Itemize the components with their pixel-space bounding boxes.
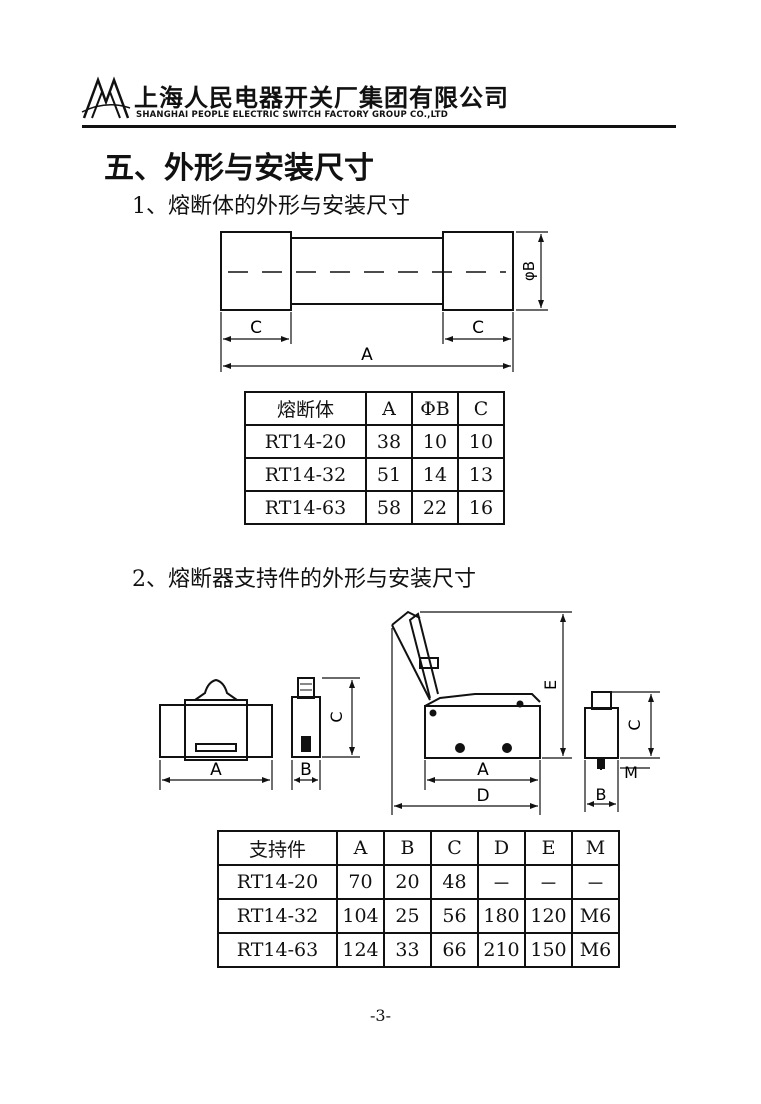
table-header-cell: E <box>524 830 573 866</box>
table-header-cell: C <box>457 391 505 426</box>
table-cell: RT14-20 <box>217 864 338 900</box>
fuse-dimension-lines <box>220 231 548 372</box>
table-cell: － <box>477 864 526 900</box>
side-view-arrowheads <box>587 694 654 807</box>
holder2-dim-label-e: E <box>541 680 560 690</box>
table-cell: RT14-20 <box>244 424 367 459</box>
company-logo-icon <box>80 72 132 124</box>
table-row: RT14-63 124 33 66 210 150 M6 <box>217 932 620 968</box>
table-header-row: 熔断体 A ΦB C <box>244 391 505 426</box>
header-divider <box>82 125 676 128</box>
large-holder-dimension-lines <box>391 611 572 815</box>
large-holder-front-view <box>391 610 541 759</box>
table-cell: RT14-32 <box>244 457 367 492</box>
table-cell: M6 <box>571 932 620 968</box>
side-view-dimension-lines <box>584 691 660 812</box>
table-cell: 48 <box>430 864 479 900</box>
holder2-dim-label-b: B <box>596 785 607 804</box>
table-header-cell: 熔断体 <box>244 391 367 426</box>
table-row: RT14-32 51 14 13 <box>244 457 505 492</box>
table-cell: 38 <box>365 424 413 459</box>
table-cell: － <box>571 864 620 900</box>
page-number: -3- <box>370 1006 391 1025</box>
small-holder-side-view <box>291 677 321 758</box>
table-cell: 124 <box>336 932 385 968</box>
large-holder-side-view <box>584 691 619 770</box>
table-cell: 210 <box>477 932 526 968</box>
table-cell: 104 <box>336 898 385 934</box>
table-cell: 150 <box>524 932 573 968</box>
section-title: 五、外形与安装尺寸 <box>104 151 374 186</box>
table-cell: 51 <box>365 457 413 492</box>
table-cell: RT14-63 <box>244 490 367 525</box>
table-cell: 10 <box>457 424 505 459</box>
table-row: RT14-20 70 20 48 － － － <box>217 864 620 900</box>
fuse-link-dimension-table: 熔断体 A ΦB C RT14-20 38 10 10 RT14-32 51 1… <box>244 391 505 525</box>
table-cell: 58 <box>365 490 413 525</box>
dim-label-c-right: C <box>472 318 484 338</box>
table-cell: RT14-63 <box>217 932 338 968</box>
table-cell: 10 <box>411 424 459 459</box>
table-cell: 180 <box>477 898 526 934</box>
table-header-cell: B <box>383 830 432 866</box>
table-cell: M6 <box>571 898 620 934</box>
holder2-dim-label-m: M <box>624 763 638 782</box>
company-name-en: SHANGHAI PEOPLE ELECTRIC SWITCH FACTORY … <box>136 110 449 120</box>
table-header-cell: A <box>336 830 385 866</box>
company-name-cn: 上海人民电器开关厂集团有限公司 <box>134 84 509 112</box>
fuse-link-heading: 1、熔断体的外形与安装尺寸 <box>132 194 410 219</box>
holder2-dim-label-a: A <box>477 760 489 780</box>
table-row: RT14-32 104 25 56 180 120 M6 <box>217 898 620 934</box>
table-row: RT14-20 38 10 10 <box>244 424 505 459</box>
table-cell: － <box>524 864 573 900</box>
table-cell: 25 <box>383 898 432 934</box>
fuse-holder-dimension-table: 支持件 A B C D E M RT14-20 70 20 48 － － － R… <box>217 830 620 968</box>
small-holder-arrowheads <box>162 680 355 783</box>
dim-label-phi-b: φB <box>520 261 538 281</box>
table-cell: 66 <box>430 932 479 968</box>
table-cell: 70 <box>336 864 385 900</box>
table-cell: 56 <box>430 898 479 934</box>
table-cell: 33 <box>383 932 432 968</box>
dim-label-c-left: C <box>250 318 262 338</box>
fuse-body <box>290 237 444 305</box>
small-holder-front-view <box>159 678 273 761</box>
table-cell: 14 <box>411 457 459 492</box>
table-header-cell: C <box>430 830 479 866</box>
holder2-dim-label-c: C <box>625 719 644 730</box>
table-cell: 16 <box>457 490 505 525</box>
small-holder-dimension-lines <box>159 677 360 790</box>
table-cell: 22 <box>411 490 459 525</box>
table-row: RT14-63 58 22 16 <box>244 490 505 525</box>
large-holder-arrowheads <box>394 614 566 809</box>
table-header-cell: A <box>365 391 413 426</box>
table-cell: 20 <box>383 864 432 900</box>
holder1-dim-label-a: A <box>210 760 222 780</box>
table-header-cell: 支持件 <box>217 830 338 866</box>
table-cell: RT14-32 <box>217 898 338 934</box>
table-header-cell: D <box>477 830 526 866</box>
holder2-dim-label-d: D <box>476 786 489 806</box>
table-header-cell: M <box>571 830 620 866</box>
fuse-arrowheads <box>223 234 544 369</box>
dim-label-a: A <box>361 345 373 365</box>
fuse-holder-heading: 2、熔断器支持件的外形与安装尺寸 <box>132 567 476 592</box>
table-cell: 120 <box>524 898 573 934</box>
table-cell: 13 <box>457 457 505 492</box>
holder1-dim-label-b: B <box>300 760 312 780</box>
table-header-row: 支持件 A B C D E M <box>217 830 620 866</box>
table-header-cell: ΦB <box>411 391 459 426</box>
holder1-dim-label-c: C <box>327 711 346 722</box>
